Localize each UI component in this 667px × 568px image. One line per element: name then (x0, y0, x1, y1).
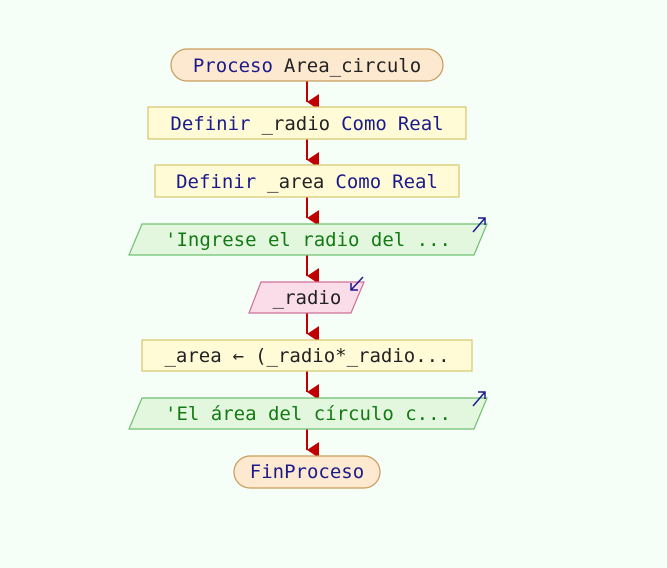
output-arrow-icon (472, 391, 486, 407)
definir-keyword: Definir (176, 171, 256, 193)
assign-area-label: _area ← (_radio*_radio... (164, 345, 449, 367)
output-arrow-icon (472, 217, 486, 233)
input-arrow-icon (350, 276, 364, 291)
output-prompt-block[interactable]: 'Ingrese el radio del ... (128, 217, 488, 256)
end-label: FinProceso (250, 461, 364, 483)
end-terminal[interactable]: FinProceso (233, 455, 381, 489)
input-radio-block[interactable]: _radio (248, 276, 365, 314)
start-keyword: Proceso (193, 55, 273, 77)
declare-radio-label: Definir _radio Como Real (170, 113, 443, 135)
type-keyword: Real (398, 113, 444, 135)
output-result-text: 'El área del círculo c... (165, 403, 451, 425)
declare-area-label: Definir _area Como Real (176, 171, 438, 193)
variable-name: _area (267, 171, 324, 193)
variable-name: _radio (261, 113, 330, 135)
definir-keyword: Definir (170, 113, 250, 135)
como-keyword: Como (341, 113, 387, 135)
output-result-block[interactable]: 'El área del círculo c... (128, 391, 488, 430)
variable-name: _area (164, 345, 221, 367)
assign-expression: (_radio*_radio... (255, 345, 449, 367)
declare-radio-block[interactable]: Definir _radio Como Real (147, 106, 467, 140)
assign-area-block[interactable]: _area ← (_radio*_radio... (141, 339, 473, 372)
start-terminal[interactable]: Proceso Area_circulo (170, 48, 444, 82)
process-name: Area_circulo (284, 55, 421, 77)
start-label: Proceso Area_circulo (193, 55, 421, 77)
type-keyword: Real (392, 171, 438, 193)
output-prompt-text: 'Ingrese el radio del ... (165, 229, 451, 251)
como-keyword: Como (335, 171, 381, 193)
input-radio-text: _radio (273, 287, 342, 309)
assign-operator: ← (233, 345, 244, 367)
declare-area-block[interactable]: Definir _area Como Real (154, 164, 460, 198)
